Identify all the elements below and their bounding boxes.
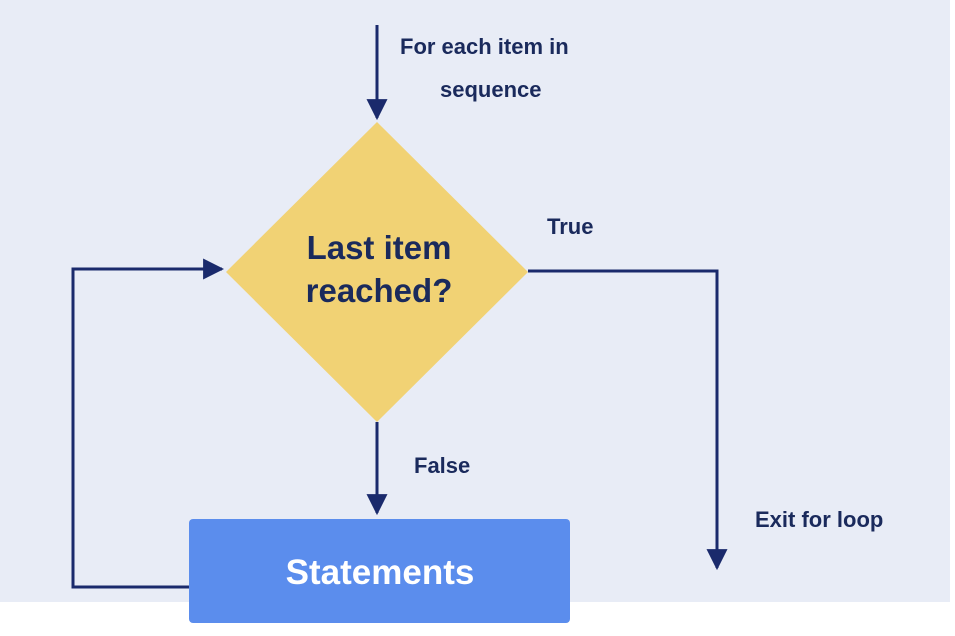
decision-diamond <box>226 122 528 422</box>
exit-label: Exit for loop <box>755 507 883 532</box>
true-branch-arrow <box>528 269 728 571</box>
decision-text-line-1: Last item <box>307 229 452 266</box>
statements-label: Statements <box>286 553 475 592</box>
loop-back-arrow <box>71 258 225 589</box>
true-label: True <box>547 214 593 239</box>
false-label: False <box>414 453 470 478</box>
entry-label-line-2: sequence <box>440 77 542 102</box>
decision-text-line-2: reached? <box>306 272 453 309</box>
statements-box <box>189 519 570 623</box>
entry-label-line-1: For each item in <box>400 34 569 59</box>
